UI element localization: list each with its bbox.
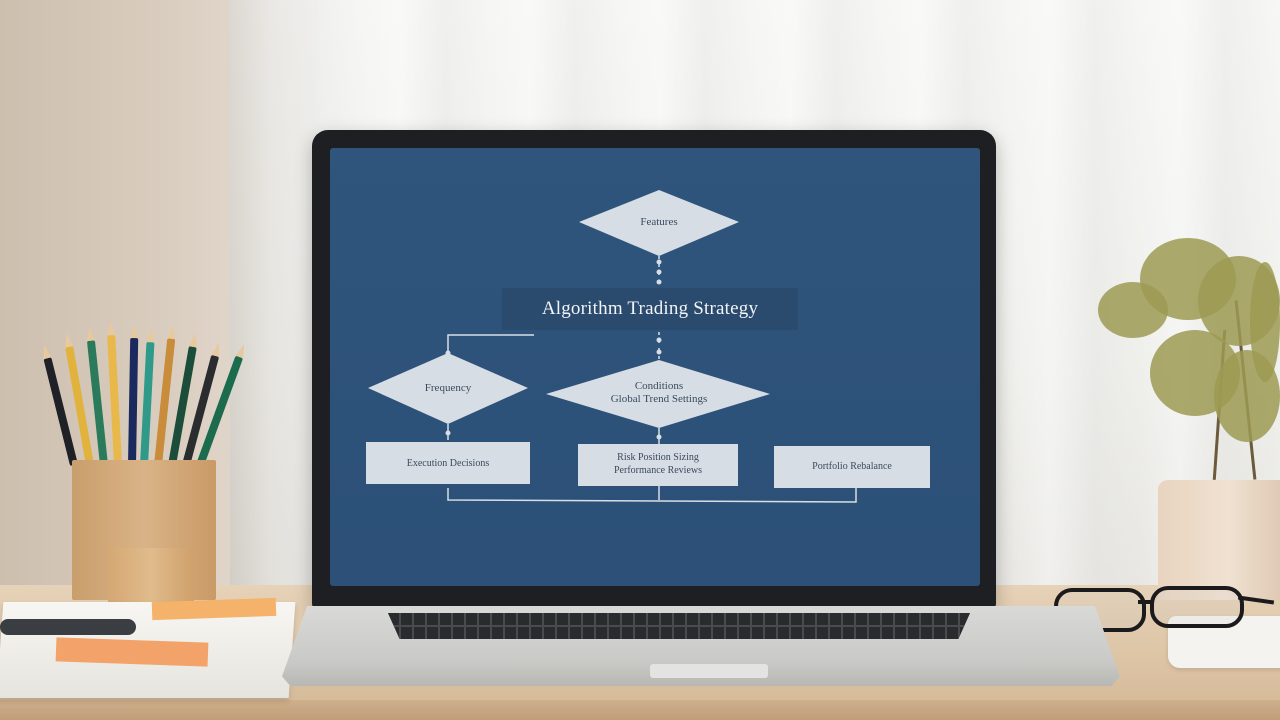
curtain-shadow <box>230 0 320 600</box>
laptop-keyboard <box>388 613 970 639</box>
connector <box>447 334 534 353</box>
process-box-left <box>366 442 530 484</box>
pen <box>0 619 136 635</box>
box-label-left: Execution Decisions <box>406 458 490 469</box>
connector-dot <box>656 269 662 275</box>
diagram-title-box: Algorithm Trading Strategy <box>502 288 798 330</box>
leaves <box>1250 262 1280 382</box>
node-label-top: Features <box>640 216 678 228</box>
connector-dot <box>656 337 662 343</box>
glasses-bridge <box>1138 600 1152 604</box>
wooden-block <box>108 548 194 610</box>
node-label-left: Frequency <box>424 382 472 394</box>
flowchart <box>366 190 930 503</box>
diagram-title: Algorithm Trading Strategy <box>541 298 759 319</box>
laptop-screen: Features Frequency Conditions Global Tre… <box>330 148 980 586</box>
desk-edge <box>0 700 1280 720</box>
plant-pot <box>1158 480 1280 600</box>
connector-dot <box>445 430 451 436</box>
box-label-center-line2: Performance Reviews <box>613 465 703 476</box>
connector-dot <box>656 259 662 265</box>
box-label-center-line1: Risk Position Sizing <box>617 452 699 463</box>
decision-diamond-left <box>368 353 528 424</box>
process-box-center <box>578 444 738 486</box>
decision-diamond-top <box>579 190 739 256</box>
connector-dot <box>656 349 662 355</box>
connector-dot <box>656 434 662 440</box>
node-label-center: Conditions Global Trend Settings <box>579 380 739 406</box>
process-box-right <box>774 446 930 488</box>
laptop-trackpad <box>650 664 768 678</box>
glasses-lens <box>1150 586 1244 628</box>
box-label-right: Portfolio Rebalance <box>812 461 892 472</box>
decision-diamond-center <box>546 360 770 428</box>
node-label-center-line2: Global Trend Settings <box>610 393 708 405</box>
connector <box>447 488 857 503</box>
connector-dot <box>656 279 662 285</box>
box-label-center: Risk Position Sizing Performance Reviews <box>578 451 738 477</box>
node-label-center-line1: Conditions <box>634 380 684 392</box>
